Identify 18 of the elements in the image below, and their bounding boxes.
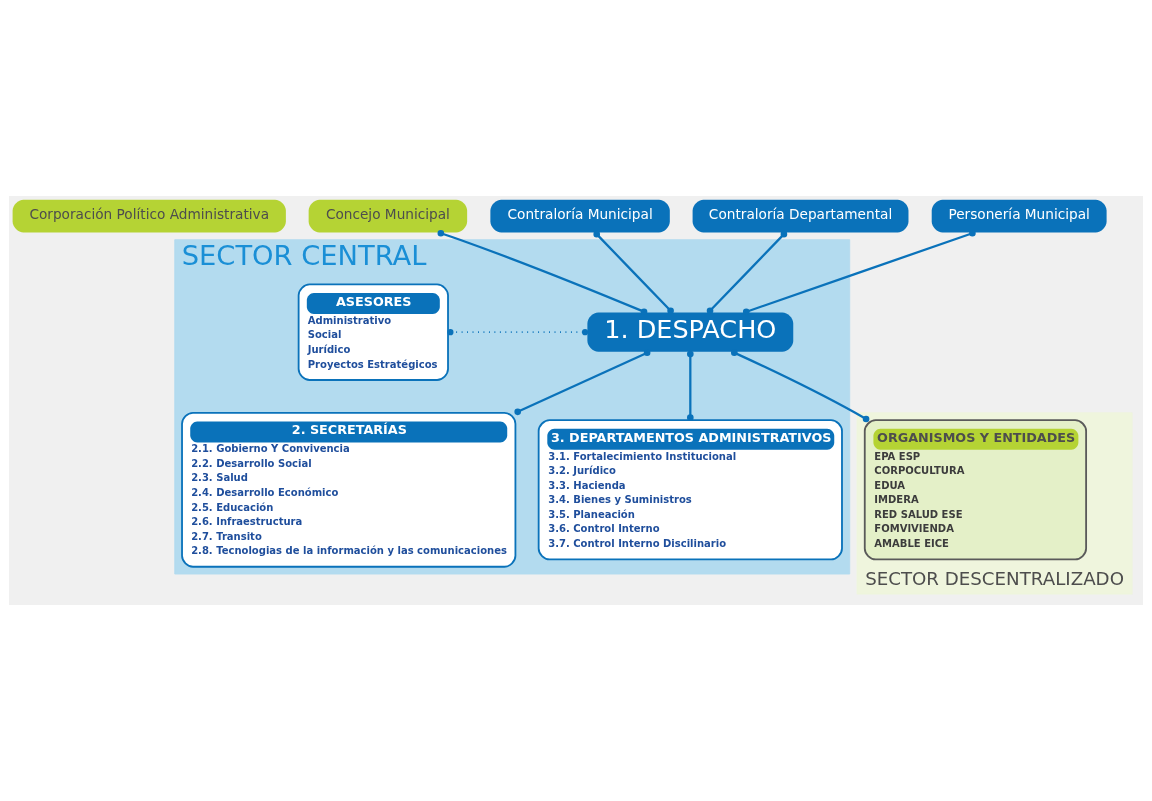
node-box: 3. DEPARTAMENTOS ADMINISTRATIVOS 3.1. Fortalecimiento Institucional 3.2. Jurídico 3.3. Hacienda 3.4. Bienes y Suministros 3.5. Planeación 3.6. Control Interno 3.7. Control Interno Discilinario (537, 419, 843, 561)
connector (593, 230, 674, 315)
node-box: ASESORES Administrativo Social Jurídico Proyectos Estratégicos (297, 283, 449, 381)
connector (687, 350, 694, 421)
connector (447, 329, 589, 336)
node-box: ORGANISMOS Y ENTIDADES EPA ESP CORPOCULTURA EDUA IMDERA RED SALUD ESE FOMVIVIENDA AMABLE EICE (863, 419, 1087, 561)
node-box: Corporación Político Administrativa (12, 199, 286, 233)
connector (437, 229, 648, 316)
node-box: Contraloría Municipal (490, 199, 670, 233)
node-box: Contraloría Departamental (692, 199, 909, 233)
connector (742, 229, 976, 316)
connector (731, 349, 870, 423)
connector (706, 230, 788, 315)
node-box: 2. SECRETARÍAS 2.1. Gobierno Y Convivencia 2.2. Desarrollo Social 2.3. Salud 2.4. Desarrollo Económico 2.5. Educación 2.6. Infraestructura 2.7. Transito 2.8. Tecnologias de la información y las comunicaciones (181, 411, 517, 568)
node-box: Concejo Municipal (308, 199, 468, 233)
node-box: Personería Municipal (931, 199, 1107, 233)
node-box: 1. DESPACHO (587, 312, 794, 352)
connector (514, 349, 651, 416)
